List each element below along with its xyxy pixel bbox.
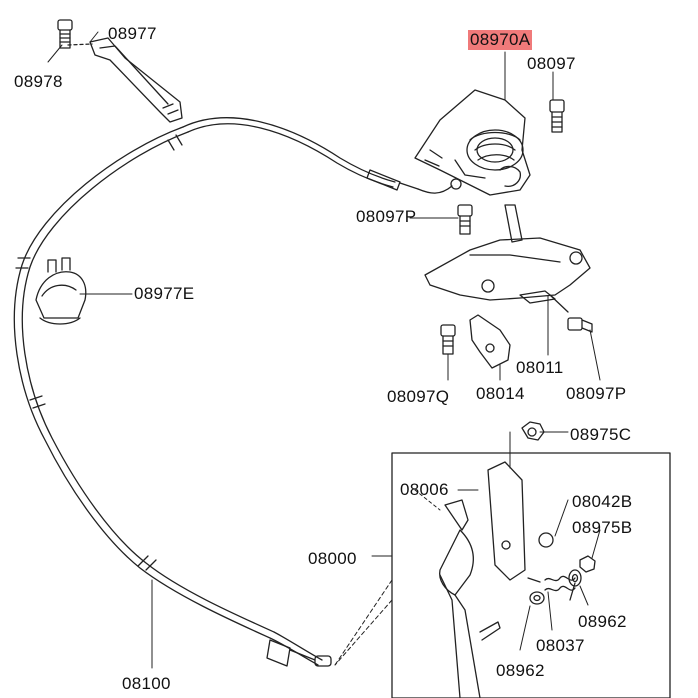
bracket-08011 bbox=[424, 204, 591, 313]
clip-08977E bbox=[35, 257, 87, 325]
stopper-08042B bbox=[538, 532, 554, 548]
label-08097Q: 08097Q bbox=[387, 387, 450, 406]
nut-08975B bbox=[579, 555, 596, 573]
plate-08014 bbox=[469, 314, 511, 369]
label-08970A: 08970A bbox=[468, 30, 533, 50]
label-08097P-right: 08097P bbox=[566, 384, 627, 403]
bolt-08097 bbox=[549, 99, 565, 133]
bolt-08097Q bbox=[440, 324, 456, 355]
label-08006: 08006 bbox=[400, 480, 449, 499]
label-08975C: 08975C bbox=[570, 425, 632, 444]
label-08014: 08014 bbox=[476, 384, 525, 403]
label-08962-bottom: 08962 bbox=[496, 661, 545, 680]
label-08977: 08977 bbox=[108, 24, 157, 43]
bolt-08097P-right bbox=[567, 317, 593, 333]
washer-08962-bottom bbox=[529, 591, 545, 605]
washer-08962-right bbox=[568, 569, 582, 587]
label-08977E: 08977E bbox=[134, 284, 195, 303]
nut-08975C bbox=[521, 421, 545, 441]
label-08000: 08000 bbox=[308, 549, 357, 568]
label-08042B: 08042B bbox=[572, 492, 633, 511]
pedal-lever-08006 bbox=[439, 461, 526, 698]
inset-box bbox=[391, 452, 671, 698]
label-08097: 08097 bbox=[527, 54, 576, 73]
label-08037: 08037 bbox=[536, 636, 585, 655]
bolt-08097P-top bbox=[457, 204, 473, 235]
label-08097P-top: 08097P bbox=[356, 207, 417, 226]
bracket-08977 bbox=[89, 37, 183, 123]
label-08962-right: 08962 bbox=[578, 612, 627, 631]
label-08978: 08978 bbox=[14, 72, 63, 91]
cable-assembly bbox=[13, 117, 462, 667]
bolt-08978 bbox=[57, 19, 93, 49]
label-08100: 08100 bbox=[122, 674, 171, 693]
label-08011: 08011 bbox=[516, 358, 564, 377]
label-08975B: 08975B bbox=[572, 518, 633, 537]
pedal-assembly-08970A bbox=[414, 89, 531, 196]
leader-lines bbox=[47, 31, 601, 669]
